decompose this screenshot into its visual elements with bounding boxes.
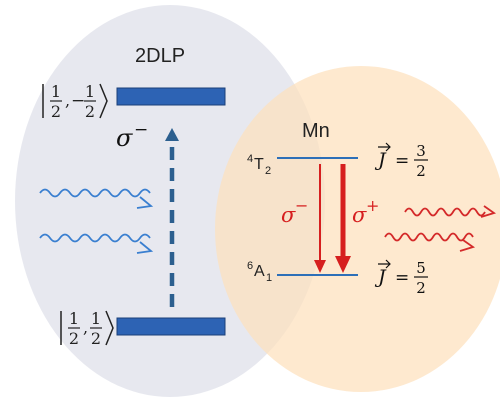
- lower-ket-den1: 2: [69, 329, 79, 348]
- incoming-wave-upper-head: [136, 196, 154, 209]
- emission-arrow-minus-head: [314, 260, 326, 273]
- svg-text:,: ,: [83, 318, 88, 337]
- outgoing-wave-lower-head: [459, 239, 476, 252]
- left-panel-title: 2DLP: [135, 45, 185, 67]
- right-sigma-plus-superscript: +: [366, 196, 379, 215]
- right-region-ellipse: [215, 66, 500, 392]
- left-sigma-symbol: σ: [116, 124, 133, 152]
- lower-term-label: 6 A 1: [247, 260, 272, 284]
- outgoing-wave-upper: [404, 207, 486, 217]
- incoming-wave-lower: [39, 233, 151, 243]
- upper-ket-den1: 2: [51, 102, 61, 121]
- lower-term-sub: 1: [266, 272, 272, 284]
- left-sigma-superscript: −: [134, 120, 148, 140]
- lower-term-sup: 6: [247, 260, 253, 272]
- svg-text:=: =: [395, 268, 409, 288]
- lower-ket-den2: 2: [91, 329, 101, 348]
- upper-j-num: 3: [416, 142, 426, 160]
- emission-arrow-plus-head: [335, 256, 351, 273]
- upper-ket-num2: 1: [85, 82, 95, 101]
- lower-level-bar: [116, 317, 226, 336]
- upper-j-den: 2: [416, 162, 426, 180]
- lower-j-num: 5: [416, 259, 426, 277]
- upper-term-sup: 4: [247, 153, 253, 165]
- lower-j-label: J = 5 2: [374, 259, 428, 297]
- upper-j-symbol: J: [374, 149, 387, 171]
- upper-j-label: J = 3 2: [374, 142, 428, 180]
- absorption-arrowhead: [165, 128, 179, 141]
- lower-state-ket: 1 2 , 1 2: [60, 309, 114, 348]
- right-panel-title: Mn: [302, 120, 330, 142]
- lower-ket-num1: 1: [69, 309, 79, 328]
- upper-term-label: 4 T 2: [247, 153, 271, 177]
- outgoing-wave-lower: [384, 232, 474, 242]
- upper-term-sub: 2: [265, 165, 271, 177]
- right-sigma-minus-symbol: σ: [281, 203, 296, 227]
- svg-text:=: =: [395, 151, 409, 171]
- right-sigma-plus-symbol: σ: [352, 203, 367, 227]
- lower-term-base: A: [254, 263, 265, 280]
- upper-state-ket: 1 2 , − 1 2: [42, 82, 108, 121]
- incoming-wave-upper: [39, 188, 151, 198]
- upper-ket-den2: 2: [85, 102, 95, 121]
- outgoing-wave-upper-head: [480, 205, 497, 218]
- upper-level-bar: [116, 87, 226, 106]
- upper-ket-num1: 1: [51, 82, 61, 101]
- lower-j-den: 2: [416, 279, 426, 297]
- svg-text:,: ,: [65, 91, 70, 110]
- right-sigma-minus-superscript: −: [295, 196, 308, 215]
- upper-term-base: T: [254, 156, 264, 173]
- incoming-wave-lower-head: [136, 241, 154, 254]
- lower-j-symbol: J: [374, 266, 387, 288]
- lower-ket-num2: 1: [91, 309, 101, 328]
- upper-ket-sign: −: [71, 91, 85, 111]
